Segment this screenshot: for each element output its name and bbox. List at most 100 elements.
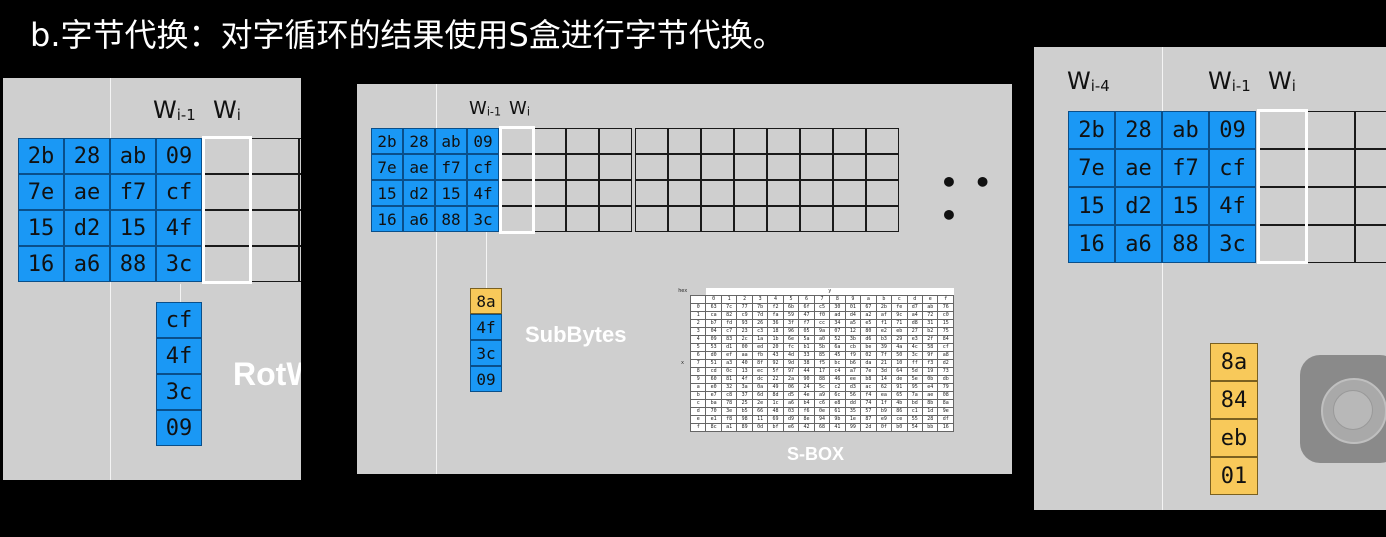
sbox-cell: 08: [937, 391, 954, 400]
sbox-cell: f8: [720, 415, 738, 424]
sbox-cell: af: [875, 311, 893, 320]
sbox-cell: 4c: [906, 343, 924, 352]
sbox-cell: fe: [891, 303, 908, 312]
sbox-cell: 86: [891, 407, 908, 416]
sbox-cell: 80: [860, 327, 877, 336]
matrix-cell: ae: [64, 174, 110, 210]
sbox-col-header: 4: [767, 295, 784, 304]
sbox-col-header: f: [937, 295, 954, 304]
divider-line: [436, 84, 437, 474]
sbox-cell: 16: [937, 423, 954, 432]
empty-cell: [251, 210, 299, 246]
sbox-cell: 98: [736, 415, 753, 424]
empty-cell: [533, 154, 566, 180]
empty-cell: [866, 206, 899, 232]
sbox-cell: fb: [751, 351, 769, 360]
sbox-cell: c6: [813, 399, 831, 408]
sbox-cell: 1a: [751, 335, 769, 344]
sbox-cell: 10: [891, 359, 908, 368]
sbox-corner: [675, 295, 691, 304]
sbox-cell: 0d: [751, 423, 769, 432]
sbox-cell: 76: [937, 303, 954, 312]
sbox-cell: df: [937, 415, 954, 424]
sbox-cell: 46: [829, 375, 846, 384]
sbox-cell: 25: [736, 399, 753, 408]
sbox-cell: 8c: [705, 423, 722, 432]
header-w-i-1: Wi-1: [1208, 67, 1251, 95]
sbox-cell: e2: [875, 327, 893, 336]
sbox-col-header: e: [921, 295, 939, 304]
sbox-cell: e9: [875, 415, 893, 424]
empty-cell: [734, 206, 767, 232]
sbox-cell: f0: [813, 311, 831, 320]
sbox-row-header: 9: [689, 375, 707, 384]
substituted-cell: 8a: [470, 288, 502, 314]
empty-cell: [800, 206, 833, 232]
sbox-cell: f5: [813, 359, 831, 368]
sbox-cell: c2: [829, 383, 846, 392]
sbox-cell: dd: [844, 399, 862, 408]
rotated-column: cf 4f 3c 09: [156, 302, 202, 446]
empty-cell: [533, 128, 566, 154]
empty-cell: [668, 154, 701, 180]
sbox-label: S-BOX: [787, 444, 845, 464]
sbox-x-blank: [675, 327, 691, 336]
sbox-cell: 3e: [720, 407, 738, 416]
sbox-cell: e0: [705, 383, 722, 392]
matrix-cell: ae: [1115, 149, 1162, 187]
sbox-cell: 30: [829, 303, 846, 312]
sbox-cell: 77: [736, 303, 753, 312]
result-cell: 01: [1210, 457, 1258, 495]
empty-cell: [533, 180, 566, 206]
matrix-cell: f7: [1162, 149, 1209, 187]
sbox-col-header: 0: [705, 295, 722, 304]
sbox-x-blank: [675, 351, 691, 360]
empty-cell: [833, 180, 866, 206]
matrix-cell: 4f: [467, 180, 499, 206]
sbox-title-row: hex y: [675, 288, 954, 296]
header-w-i: Wi: [509, 98, 530, 119]
sbox-row-header: 0: [689, 303, 707, 312]
matrix-cell: 15: [18, 210, 64, 246]
sbox-cell: ea: [875, 391, 893, 400]
sbox-row-header: f: [689, 423, 707, 432]
rotated-cell: 09: [156, 410, 202, 446]
sbox-cell: ed: [751, 343, 769, 352]
w-i-highlight: [202, 136, 252, 284]
empty-cell: [635, 180, 668, 206]
sbox-cell: 3d: [875, 367, 893, 376]
sbox-cell: 42: [798, 423, 815, 432]
sbox-cell: c0: [937, 311, 954, 320]
sbox-cell: 09: [705, 335, 722, 344]
sbox-cell: 6c: [829, 391, 846, 400]
matrix-cell: 16: [1068, 225, 1115, 263]
subbytes-label: SubBytes: [525, 322, 627, 347]
sbox-cell: ca: [705, 311, 722, 320]
empty-cell: [566, 154, 599, 180]
sbox-cell: c5: [813, 303, 831, 312]
sbox-hex-label: hex: [675, 288, 691, 296]
sbox-cell: b3: [875, 335, 893, 344]
sbox-cell: 7f: [875, 351, 893, 360]
sbox-cell: 59: [782, 311, 800, 320]
sbox-x-blank: [675, 391, 691, 400]
sbox-cell: 87: [860, 415, 877, 424]
sbox-cell: ba: [705, 399, 722, 408]
matrix-cell: 28: [64, 138, 110, 174]
sbox-cell: 15: [937, 319, 954, 328]
sbox-col-header: a: [860, 295, 877, 304]
header-w-i-1: Wi-1: [469, 98, 502, 119]
sbox-cell: a1: [720, 423, 738, 432]
matrix-cell: 88: [435, 206, 467, 232]
rotated-cell: cf: [156, 302, 202, 338]
sbox-cell: 23: [736, 327, 753, 336]
sbox-cell: 72: [921, 311, 939, 320]
sbox-cell: fa: [767, 311, 784, 320]
sbox-cell: 90: [798, 375, 815, 384]
sbox-x-blank: [675, 383, 691, 392]
